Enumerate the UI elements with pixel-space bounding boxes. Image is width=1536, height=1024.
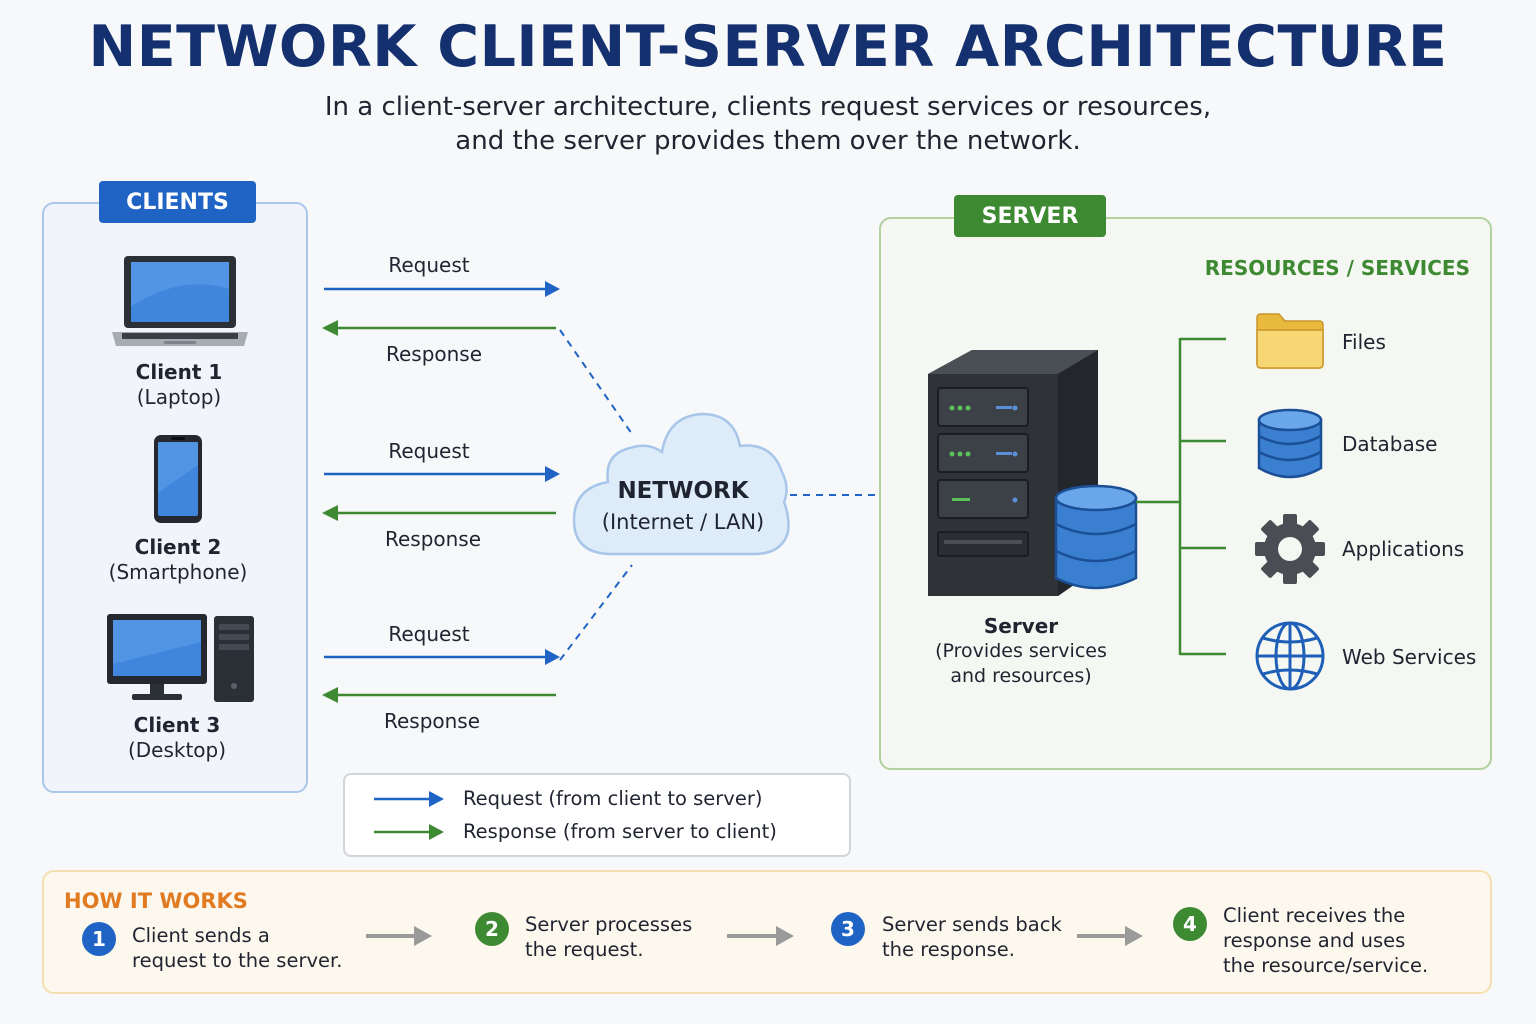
step-arrow-2: [727, 926, 794, 946]
dashed-link-bottom: [559, 564, 633, 661]
cloud-icon: [572, 412, 790, 556]
step-arrow-3: [1077, 926, 1143, 946]
response-label-2: Response: [384, 527, 482, 551]
folder-icon: [1256, 313, 1324, 369]
database-icon: [1257, 408, 1323, 479]
how-it-works-panel: [42, 870, 1492, 994]
page-subtitle: In a client-server architecture, clients…: [0, 90, 1536, 158]
legend-response-label: Response (from server to client): [463, 820, 777, 843]
response-arrow-2: [322, 505, 556, 521]
request-label-2: Request: [388, 439, 470, 463]
step-arrow-1: [366, 926, 432, 946]
client-1-type: (Laptop): [136, 385, 222, 409]
step-1-text: Client sends a request to the server.: [132, 923, 342, 973]
step-2-badge: 2: [475, 912, 509, 946]
server-name: Server: [983, 614, 1059, 638]
client-2-name: Client 2: [134, 535, 222, 559]
subtitle-line-2: and the server provides them over the ne…: [455, 126, 1081, 156]
gear-icon: [1255, 514, 1325, 584]
page-title: NETWORK CLIENT-SERVER ARCHITECTURE: [88, 14, 1448, 80]
server-tag: SERVER: [954, 195, 1106, 237]
resource-files-label: Files: [1342, 330, 1386, 354]
server-database-icon: [1054, 484, 1138, 590]
client-3-type: (Desktop): [127, 738, 227, 762]
legend-request-arrow: [374, 791, 444, 807]
globe-icon: [1255, 621, 1325, 691]
dashed-link-top: [559, 329, 633, 435]
client-2-label: Client 2 (Smartphone): [78, 535, 278, 585]
laptop-icon: [112, 256, 248, 346]
step-4-line-2: response and uses: [1223, 929, 1406, 952]
step-2-line-1: Server processes: [525, 913, 693, 936]
legend-response-arrow: [374, 824, 444, 840]
network-sub: (Internet / LAN): [601, 510, 765, 534]
step-3-line-2: the response.: [882, 938, 1015, 961]
legend: [343, 773, 851, 857]
resource-database-label: Database: [1342, 432, 1438, 456]
response-arrow-3: [322, 687, 556, 703]
step-3-line-1: Server sends back: [882, 913, 1062, 936]
network-name: NETWORK: [617, 478, 749, 504]
client-1-name: Client 1: [135, 360, 223, 384]
legend-request-label: Request (from client to server): [463, 787, 763, 810]
step-1-line-2: request to the server.: [132, 949, 343, 972]
step-2-text: Server processes the request.: [525, 912, 692, 962]
client-2-type: (Smartphone): [108, 560, 248, 584]
response-label-3: Response: [383, 709, 481, 733]
resource-applications-label: Applications: [1342, 537, 1465, 561]
step-1-line-1: Client sends a: [132, 924, 270, 947]
response-label-1: Response: [385, 342, 483, 366]
subtitle-line-1: In a client-server architecture, clients…: [324, 92, 1212, 122]
request-arrow-3: [324, 649, 560, 665]
legend-arrows: [374, 791, 444, 840]
request-label-1: Request: [388, 253, 470, 277]
client-3-label: Client 3 (Desktop): [77, 713, 277, 763]
desktop-icon: [107, 614, 254, 702]
step-4-line-1: Client receives the: [1223, 904, 1406, 927]
server-icon: [928, 350, 1138, 596]
step-1-badge: 1: [82, 922, 116, 956]
client-1-label: Client 1 (Laptop): [79, 360, 279, 410]
network-label: NETWORK (Internet / LAN): [583, 476, 783, 538]
request-arrow-1: [324, 281, 560, 297]
resources-title: RESOURCES / SERVICES: [1204, 256, 1470, 280]
client-3-name: Client 3: [133, 713, 221, 737]
resource-webservices-label: Web Services: [1342, 645, 1477, 669]
step-3-badge: 3: [831, 912, 865, 946]
step-2-line-2: the request.: [525, 938, 644, 961]
smartphone-icon: [154, 435, 202, 523]
server-label: Server (Provides services and resources): [921, 614, 1121, 689]
step-3-text: Server sends back the response.: [882, 912, 1062, 962]
step-4-line-3: the resource/service.: [1223, 954, 1429, 977]
step-4-text: Client receives the response and uses th…: [1223, 903, 1428, 978]
server-desc-line-1: (Provides services: [935, 640, 1107, 662]
clients-tag: CLIENTS: [99, 181, 256, 223]
how-it-works-title: HOW IT WORKS: [64, 889, 248, 913]
request-arrow-2: [324, 466, 560, 482]
response-arrow-1: [322, 320, 556, 336]
step-4-badge: 4: [1173, 907, 1207, 941]
request-label-3: Request: [388, 622, 470, 646]
server-desc-line-2: and resources): [950, 665, 1092, 687]
